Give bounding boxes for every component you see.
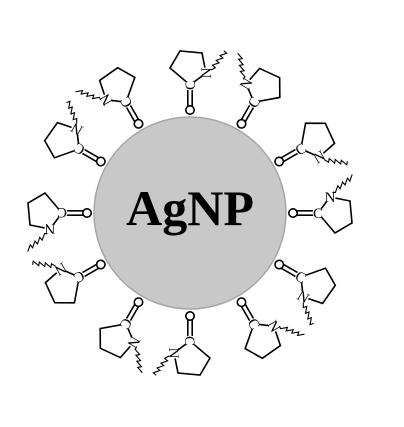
nitrogen-atom-label: N	[165, 348, 181, 359]
polymer-chain-squiggle	[66, 100, 78, 124]
ligand-1: CN	[168, 50, 228, 115]
double-bond-line	[125, 106, 136, 122]
carbon-label-background	[248, 318, 260, 330]
nitrogen-label-background	[313, 151, 325, 163]
carbon-atom-label: C	[293, 140, 310, 159]
oxygen-atom	[95, 156, 106, 167]
ligand-4: CN	[288, 174, 353, 235]
oxygen-atom	[133, 297, 144, 308]
polymer-chain-squiggle	[279, 326, 305, 337]
double-bond-line	[283, 152, 299, 163]
polymer-chain-squiggle	[27, 232, 48, 252]
nitrogen-label-background	[168, 347, 180, 359]
carbon-atom-label: C	[117, 93, 136, 110]
nitrogen-atom-label: N	[237, 75, 256, 93]
polymer-chain-squiggle	[210, 50, 228, 71]
nitrogen-label-background	[55, 263, 67, 275]
carbon-atom-label: C	[57, 204, 67, 220]
oxygen-atom	[81, 208, 92, 218]
double-bond-line	[125, 304, 136, 320]
carbon-label-background	[295, 143, 307, 155]
nitrogen-label-background	[128, 336, 140, 348]
carbon-atom-label: C	[181, 336, 197, 346]
oxygen-atom	[288, 208, 299, 218]
double-bond-line	[129, 306, 140, 322]
double-bond-line	[81, 263, 97, 274]
double-bond-line	[244, 106, 255, 122]
carbon-label-background	[73, 271, 85, 283]
nitrogen-label-background	[324, 191, 336, 203]
nitrogen-label-background	[44, 223, 56, 235]
carbon-label-background	[184, 79, 196, 91]
carbon-atom-label: C	[244, 316, 263, 333]
ligand-9: CN	[32, 259, 106, 304]
double-bond-line	[281, 267, 297, 278]
nitrogen-atom-label: N	[325, 190, 336, 206]
carbon-atom-label: C	[313, 206, 323, 222]
nitrogen-label-background	[268, 320, 280, 332]
ligand-10: CN	[27, 191, 92, 252]
double-bond-line	[283, 263, 299, 274]
ligand-8: CN	[99, 297, 144, 374]
polymer-chain-squiggle	[332, 174, 353, 194]
oxygen-atom	[236, 118, 247, 129]
nitrogen-label-background	[71, 123, 83, 135]
oxygen-atom	[185, 104, 195, 115]
polymer-chain-squiggle	[237, 52, 246, 80]
polymer-chain-squiggle	[324, 157, 348, 166]
double-bond-line	[83, 267, 99, 278]
carbon-atom-label: C	[70, 267, 87, 286]
double-bond-line	[240, 104, 251, 120]
nitrogen-label-background	[297, 291, 309, 303]
silver-nanoparticle	[93, 116, 287, 310]
oxygen-atom	[185, 311, 195, 322]
polymer-chain-squiggle	[152, 355, 170, 376]
oxygen-atom	[236, 297, 247, 308]
carbon-label-background	[295, 271, 307, 283]
double-bond-line	[83, 148, 99, 159]
polymer-chain-squiggle	[302, 302, 314, 326]
polymer-chain-squiggle	[75, 89, 101, 100]
nitrogen-label-background	[200, 67, 212, 79]
carbon-label-background	[248, 96, 260, 108]
double-bond-line	[81, 152, 97, 163]
polymer-chain-squiggle	[32, 260, 56, 269]
nitrogen-atom-label: N	[199, 67, 215, 78]
oxygen-atom	[274, 156, 285, 167]
carbon-label-background	[312, 207, 324, 219]
polymer-chain-squiggle	[134, 346, 143, 374]
carbon-atom-label: C	[183, 80, 199, 90]
carbon-label-background	[120, 96, 132, 108]
carbon-label-background	[184, 335, 196, 347]
carbon-label-background	[56, 207, 68, 219]
oxygen-atom	[133, 118, 144, 129]
nitrogen-atom-label: N	[123, 333, 142, 351]
nitrogen-atom-label: N	[44, 220, 55, 236]
oxygen-atom	[95, 259, 106, 270]
nitrogen-label-background	[240, 78, 252, 90]
double-bond-line	[129, 104, 140, 120]
nitrogen-label-background	[100, 94, 112, 106]
double-bond-line	[281, 148, 297, 159]
carbon-label-background	[120, 318, 132, 330]
double-bond-line	[240, 306, 251, 322]
carbon-label-background	[73, 143, 85, 155]
ligand-7: CN	[152, 311, 212, 376]
double-bond-line	[244, 304, 255, 320]
oxygen-atom	[274, 259, 285, 270]
